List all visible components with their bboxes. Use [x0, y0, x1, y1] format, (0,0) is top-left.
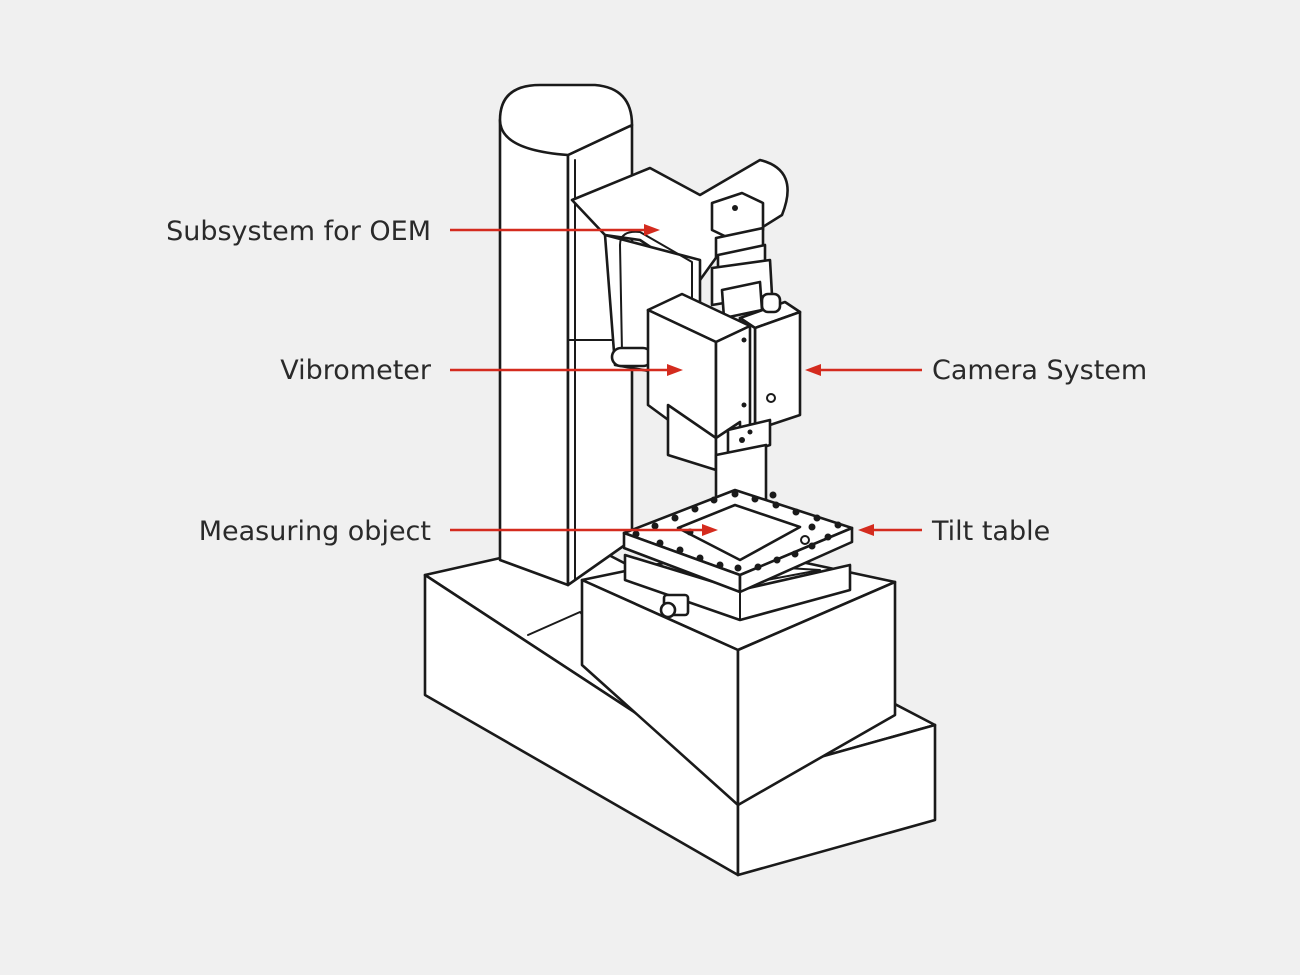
arrow-camera-system	[805, 364, 922, 376]
arrow-measuring-object	[450, 524, 718, 536]
label-tilt-table: Tilt table	[931, 516, 1050, 547]
camera-top-module	[710, 191, 774, 320]
vibrometer	[646, 292, 752, 472]
label-vibrometer: Vibrometer	[280, 355, 432, 386]
arrow-subsystem	[450, 224, 660, 236]
label-camera-system: Camera System	[932, 355, 1147, 386]
table-holes	[632, 490, 842, 572]
label-measuring-object: Measuring object	[199, 516, 431, 547]
arrow-tilt-table	[858, 524, 922, 536]
column	[498, 83, 634, 587]
arrow-vibrometer	[450, 364, 683, 376]
label-subsystem-for-oem: Subsystem for OEM	[166, 216, 431, 247]
